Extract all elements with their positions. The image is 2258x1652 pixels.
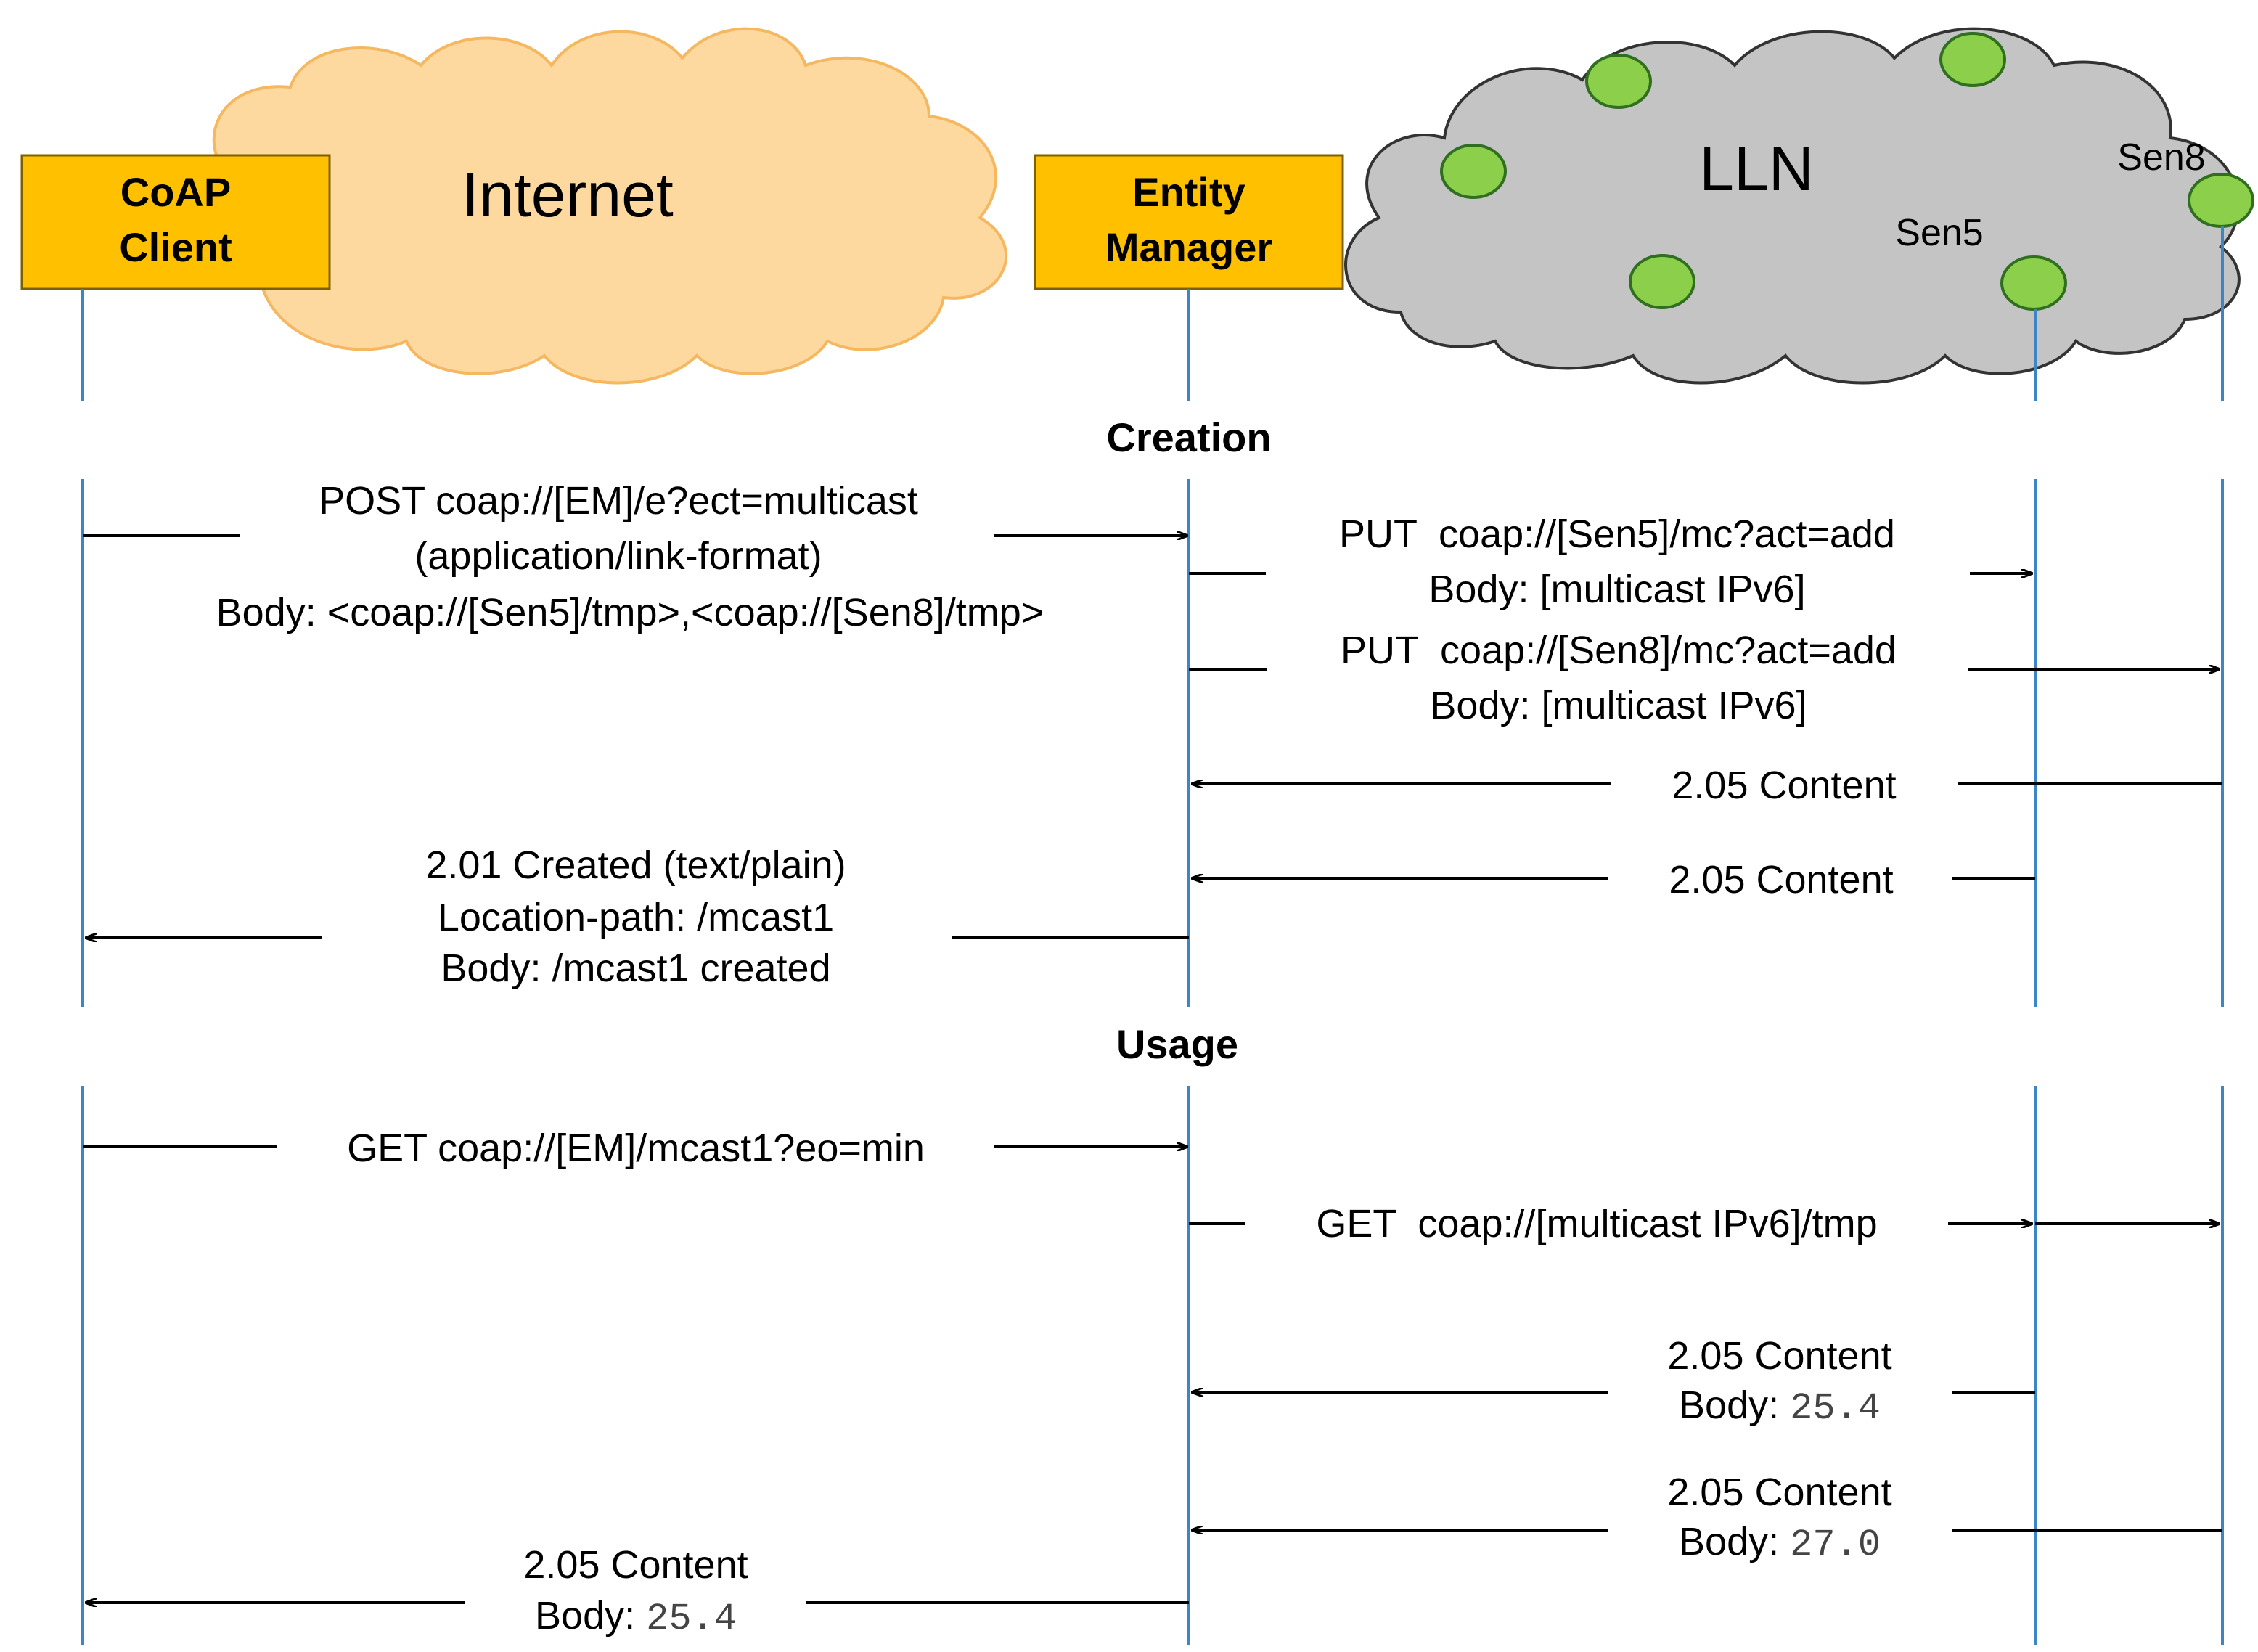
internet-cloud: Internet — [201, 27, 1008, 385]
entity-manager-label-line2: Manager — [1105, 224, 1272, 270]
body-value: 27.0 — [1790, 1524, 1881, 1566]
content-final-line1: 2.05 Content — [523, 1543, 748, 1587]
sensor-nodes — [1440, 32, 2254, 311]
content-sen8-usage-body: Body: 27.0 — [1679, 1520, 1881, 1566]
sensor-node — [1585, 54, 1652, 109]
section-creation: Creation — [1106, 414, 1271, 460]
sensor-node — [1440, 144, 1507, 199]
coap-client-label-line2: Client — [119, 224, 232, 270]
sen8-label: Sen8 — [2117, 136, 2205, 179]
lln-label: LLN — [1699, 134, 1814, 204]
body-value: 25.4 — [646, 1598, 737, 1640]
lifelines — [81, 226, 2224, 1645]
put-sen5-label-line1: PUT coap://[Sen5]/mc?act=add — [1339, 512, 1895, 556]
created-label-line2: Location-path: /mcast1 — [438, 896, 834, 939]
section-usage: Usage — [1116, 1021, 1238, 1067]
internet-label: Internet — [462, 160, 674, 230]
content-sen8-creation-label: 2.05 Content — [1672, 764, 1896, 807]
content-sen8-usage-line1: 2.05 Content — [1667, 1471, 1891, 1514]
body-value: 25.4 — [1790, 1387, 1881, 1430]
coap-client-box: CoAP Client — [20, 154, 331, 290]
entity-manager-label-line1: Entity — [1132, 169, 1245, 215]
sensor-node-sen8 — [2188, 173, 2254, 228]
entity-manager-box: Entity Manager — [1034, 154, 1344, 290]
content-sen5-usage-body: Body: 25.4 — [1679, 1383, 1881, 1430]
post-label-line1: POST coap://[EM]/e?ect=multicast — [319, 479, 918, 523]
sensor-node-sen5 — [2000, 255, 2067, 311]
sensor-node — [1629, 254, 1695, 309]
lln-cloud: LLN Sen5 Sen8 — [1344, 27, 2254, 385]
content-sen5-usage-line1: 2.05 Content — [1667, 1334, 1891, 1378]
content-sen5-creation-label: 2.05 Content — [1669, 858, 1893, 901]
body-label: Body: — [1679, 1520, 1790, 1563]
sen5-label: Sen5 — [1895, 212, 1983, 254]
body-label: Body: — [1679, 1383, 1790, 1427]
get-em-label: GET coap://[EM]/mcast1?eo=min — [347, 1126, 925, 1170]
sensor-node — [1939, 32, 2006, 87]
post-label-line2: (application/link-format) — [414, 534, 822, 578]
put-sen5-label-line2: Body: [multicast IPv6] — [1428, 568, 1805, 611]
put-sen8-label-line1: PUT coap://[Sen8]/mc?act=add — [1341, 629, 1897, 672]
put-sen8-label-line2: Body: [multicast IPv6] — [1430, 684, 1807, 727]
created-label-line1: 2.01 Created (text/plain) — [425, 843, 846, 887]
post-label-line3: Body: <coap://[Sen5]/tmp>,<coap://[Sen8]… — [216, 591, 1044, 634]
content-final-body: Body: 25.4 — [535, 1594, 737, 1640]
body-label: Body: — [535, 1594, 646, 1637]
created-label-line3: Body: /mcast1 created — [441, 946, 830, 990]
get-multicast-label: GET coap://[multicast IPv6]/tmp — [1316, 1202, 1877, 1246]
coap-client-label-line1: CoAP — [120, 169, 231, 215]
